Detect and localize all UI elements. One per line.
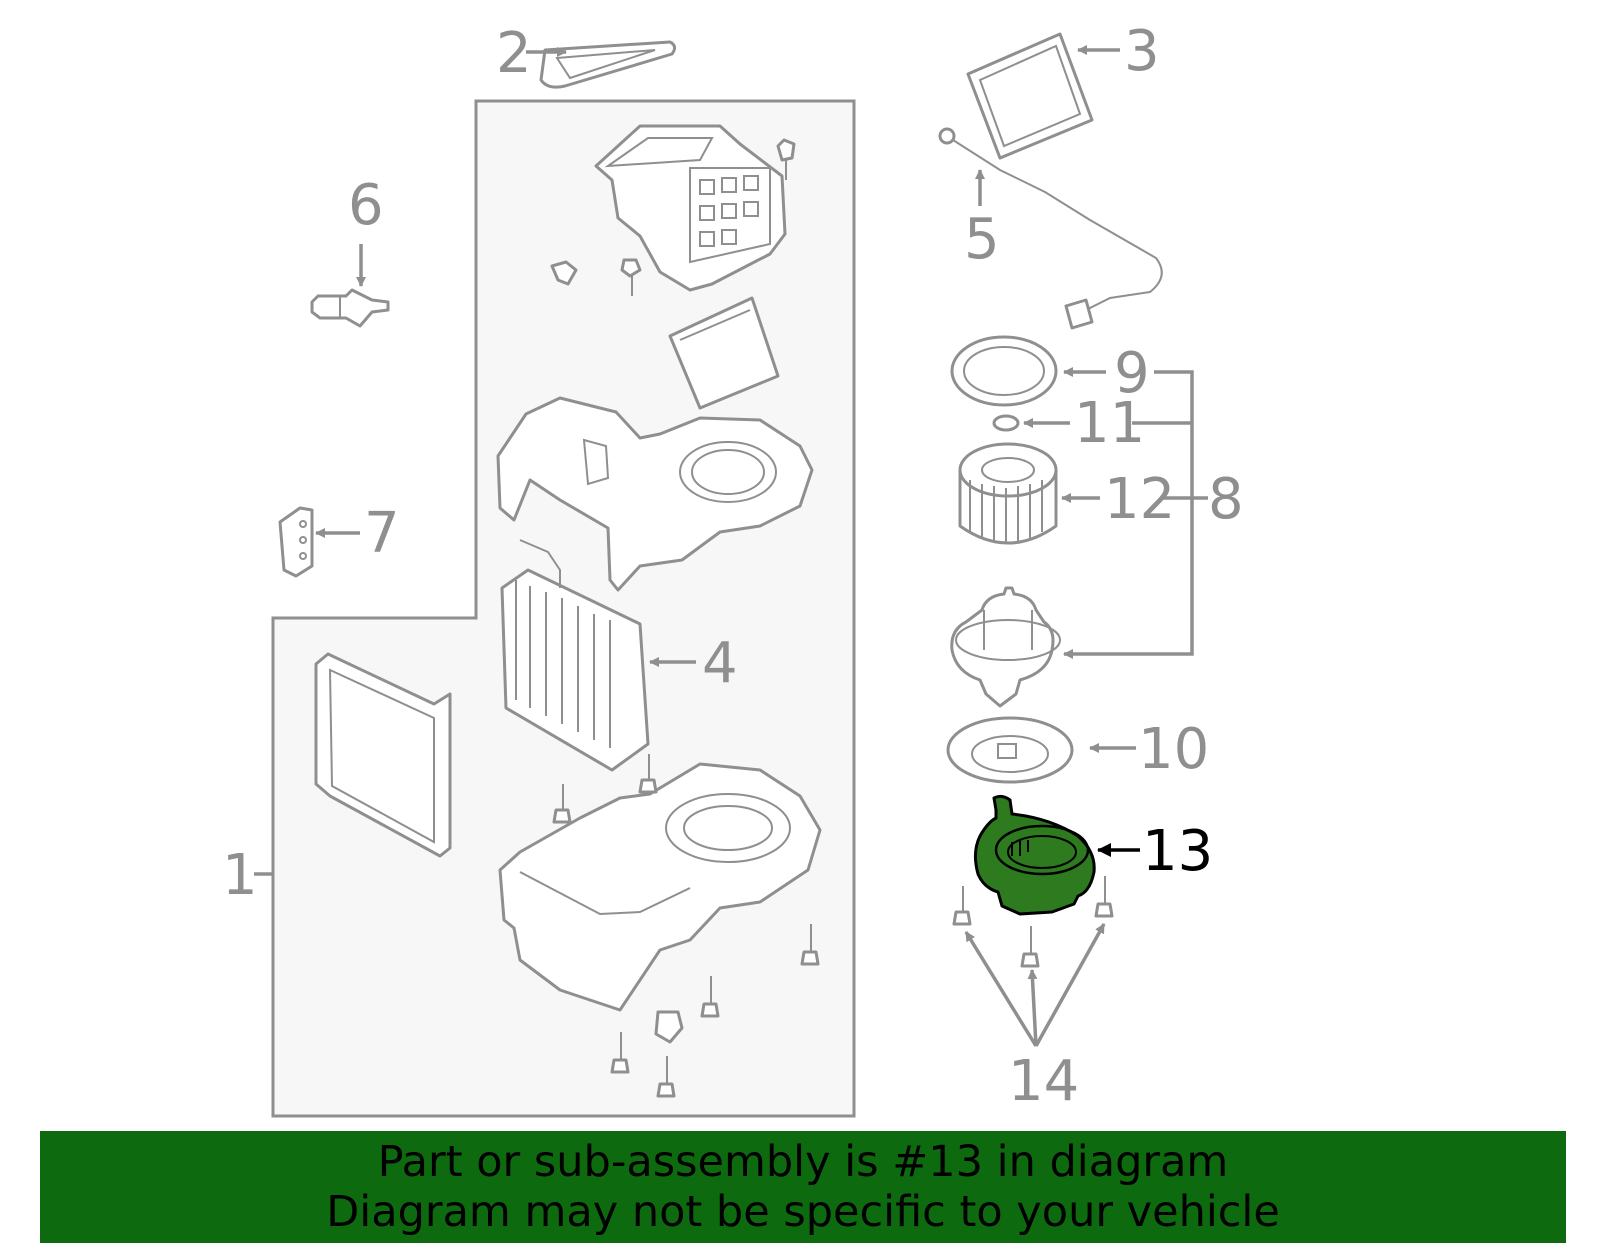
- filter-frame: [314, 652, 452, 858]
- callout-3: 3: [1124, 19, 1160, 84]
- callout-11: 11: [1074, 391, 1145, 456]
- callout-8: 8: [1208, 467, 1244, 532]
- middle-housing: [496, 396, 814, 592]
- part-8-blower-motor: [950, 586, 1061, 708]
- part-13-highlighted: [973, 794, 1096, 916]
- part-11-clip: [992, 414, 1020, 432]
- callout-6: 6: [348, 173, 384, 238]
- callout-5: 5: [964, 207, 1000, 272]
- callout-13: 13: [1142, 819, 1213, 884]
- upper-housing: [594, 124, 787, 292]
- part-7-resistor: [278, 506, 314, 578]
- part-14-screws: [952, 876, 1114, 968]
- callout-1: 1: [222, 843, 258, 908]
- part-6-actuator: [310, 288, 390, 328]
- part-9-seal-ring: [950, 335, 1058, 407]
- banner-line-1: Part or sub-assembly is #13 in diagram: [377, 1137, 1229, 1187]
- part-2-gasket: [539, 40, 677, 89]
- part-3-cabin-filter: [966, 32, 1094, 160]
- door-flap: [668, 296, 780, 410]
- part-10-mount-plate: [946, 716, 1074, 784]
- callout-9: 9: [1114, 341, 1150, 406]
- callout-14: 14: [1008, 1049, 1079, 1114]
- banner-line-2: Diagram may not be specific to your vehi…: [326, 1187, 1280, 1237]
- callout-12: 12: [1104, 467, 1175, 532]
- part-4-evaporator: [500, 539, 650, 772]
- callout-10: 10: [1138, 717, 1209, 782]
- callout-4: 4: [702, 631, 738, 696]
- part-5-sensor-cable: [938, 127, 1163, 330]
- lower-housing: [498, 762, 822, 1012]
- leader-lines: [254, 45, 1208, 1047]
- callout-2: 2: [496, 21, 532, 86]
- part-12-blower-wheel: [958, 442, 1058, 545]
- callout-labels: 1 2 3 4 5 6 7 8 9 10 11 12 13 14: [222, 19, 1244, 1114]
- screws-upper: [550, 138, 796, 296]
- screws-lower: [552, 754, 820, 1098]
- disclaimer-banner: Part or sub-assembly is #13 in diagram D…: [40, 1131, 1566, 1243]
- callout-7: 7: [364, 501, 400, 566]
